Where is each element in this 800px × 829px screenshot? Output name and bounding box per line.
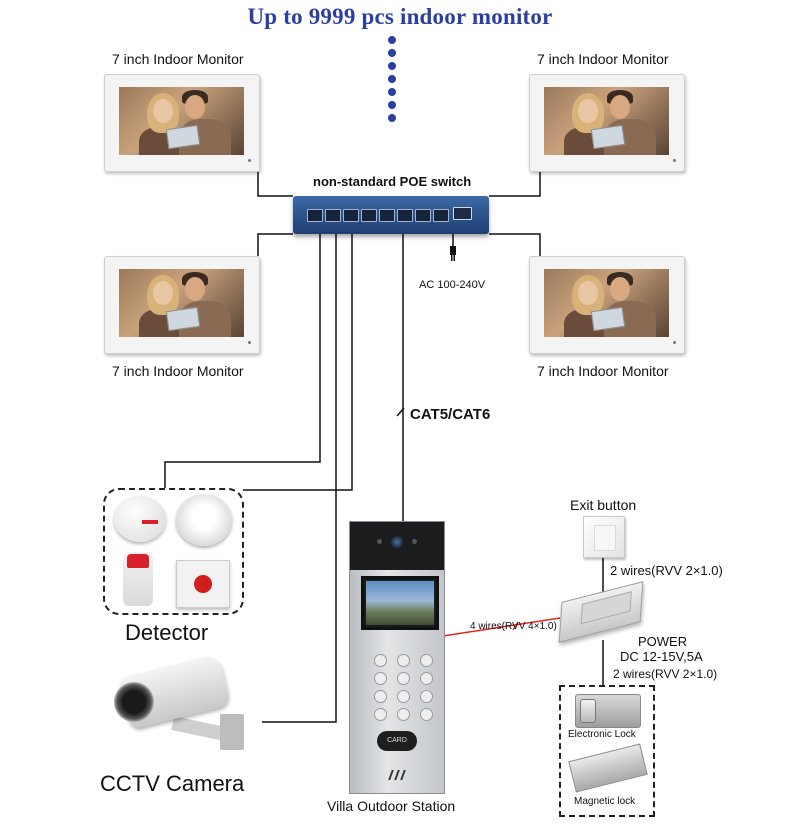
heat-detector-icon bbox=[176, 494, 232, 546]
card-reader: CARD bbox=[377, 731, 417, 751]
ac-power-label: AC 100-240V bbox=[419, 279, 486, 291]
wire-detector-box bbox=[243, 234, 353, 491]
red-wire-break-mark bbox=[512, 621, 519, 631]
emergency-button-icon bbox=[176, 560, 230, 608]
more-monitors-dots bbox=[386, 36, 398, 127]
power-spec: DC 12-15V,5A bbox=[620, 649, 703, 664]
speaker-grill bbox=[388, 770, 394, 780]
detector-group bbox=[103, 488, 244, 615]
wire-top-left-monitor bbox=[257, 172, 293, 197]
speaker-grill bbox=[394, 770, 400, 780]
exit-wires-label: 2 wires(RVV 2×1.0) bbox=[610, 563, 723, 578]
lock-group bbox=[559, 685, 655, 817]
monitor-screen bbox=[544, 269, 669, 337]
switch-port bbox=[433, 209, 449, 222]
switch-label: non-standard POE switch bbox=[313, 174, 472, 189]
indoor-monitor-bottom-right bbox=[529, 256, 685, 354]
electronic-lock-icon bbox=[575, 694, 641, 728]
station-wires-label: 4 wires(RVV 4×1.0) bbox=[470, 621, 557, 632]
keypad-key bbox=[374, 708, 387, 721]
switch-uplink-port bbox=[453, 207, 472, 220]
speaker-grill bbox=[400, 770, 406, 780]
keypad-key bbox=[397, 654, 410, 667]
switch-port bbox=[415, 209, 431, 222]
monitor-label-top-left: 7 inch Indoor Monitor bbox=[112, 51, 244, 67]
monitor-screen bbox=[119, 87, 244, 155]
cable-break-mark bbox=[396, 407, 405, 417]
page-title: Up to 9999 pcs indoor monitor bbox=[247, 4, 553, 29]
switch-port bbox=[343, 209, 359, 222]
wire-camera bbox=[262, 234, 337, 723]
station-display bbox=[361, 576, 439, 630]
wire-top-right-monitor bbox=[489, 172, 541, 197]
monitor-led bbox=[673, 159, 676, 162]
cctv-camera-icon bbox=[100, 654, 260, 766]
keypad-key bbox=[420, 690, 433, 703]
monitor-screen bbox=[544, 87, 669, 155]
indoor-monitor-top-right bbox=[529, 74, 685, 172]
wire-bottom-left-monitor bbox=[257, 233, 293, 256]
keypad-key bbox=[397, 672, 410, 685]
switch-port bbox=[361, 209, 377, 222]
power-title: POWER bbox=[638, 634, 688, 649]
wire-detector bbox=[164, 234, 321, 488]
ac-plug-icon bbox=[450, 246, 456, 261]
exit-button-icon bbox=[583, 516, 625, 558]
monitor-label-top-right: 7 inch Indoor Monitor bbox=[537, 51, 669, 67]
station-label: Villa Outdoor Station bbox=[327, 798, 456, 814]
wire-station-to-psu bbox=[442, 617, 561, 637]
monitor-led bbox=[248, 341, 251, 344]
camera-label: CCTV Camera bbox=[100, 771, 245, 796]
magnetic-lock-label: Magnetic lock bbox=[574, 796, 636, 807]
exit-button-label: Exit button bbox=[570, 497, 637, 513]
station-mic bbox=[377, 539, 382, 544]
keypad-key bbox=[420, 672, 433, 685]
indoor-monitor-bottom-left bbox=[104, 256, 260, 354]
station-camera-icon bbox=[391, 536, 403, 548]
monitor-label-bottom-right: 7 inch Indoor Monitor bbox=[537, 363, 669, 379]
poe-switch bbox=[293, 196, 489, 234]
wire-bottom-right-monitor bbox=[489, 233, 541, 256]
keypad-key bbox=[374, 672, 387, 685]
lock-wires-label: 2 wires(RVV 2×1.0) bbox=[613, 667, 718, 681]
switch-port bbox=[379, 209, 395, 222]
monitor-screen bbox=[119, 269, 244, 337]
smoke-detector-icon bbox=[114, 496, 166, 542]
keypad-key bbox=[420, 654, 433, 667]
keypad-key bbox=[420, 708, 433, 721]
indoor-monitor-top-left bbox=[104, 74, 260, 172]
switch-port bbox=[325, 209, 341, 222]
station-mic bbox=[412, 539, 417, 544]
monitor-led bbox=[673, 341, 676, 344]
keypad-key bbox=[397, 690, 410, 703]
cable-label: CAT5/CAT6 bbox=[410, 406, 491, 423]
switch-port bbox=[397, 209, 413, 222]
electronic-lock-label: Electronic Lock bbox=[568, 729, 636, 740]
gas-detector-icon bbox=[123, 552, 153, 606]
villa-outdoor-station: CARD bbox=[349, 521, 445, 794]
keypad-key bbox=[397, 708, 410, 721]
keypad-key bbox=[374, 690, 387, 703]
monitor-led bbox=[248, 159, 251, 162]
detector-label: Detector bbox=[125, 620, 209, 645]
monitor-label-bottom-left: 7 inch Indoor Monitor bbox=[112, 363, 244, 379]
keypad-key bbox=[374, 654, 387, 667]
switch-port bbox=[307, 209, 323, 222]
